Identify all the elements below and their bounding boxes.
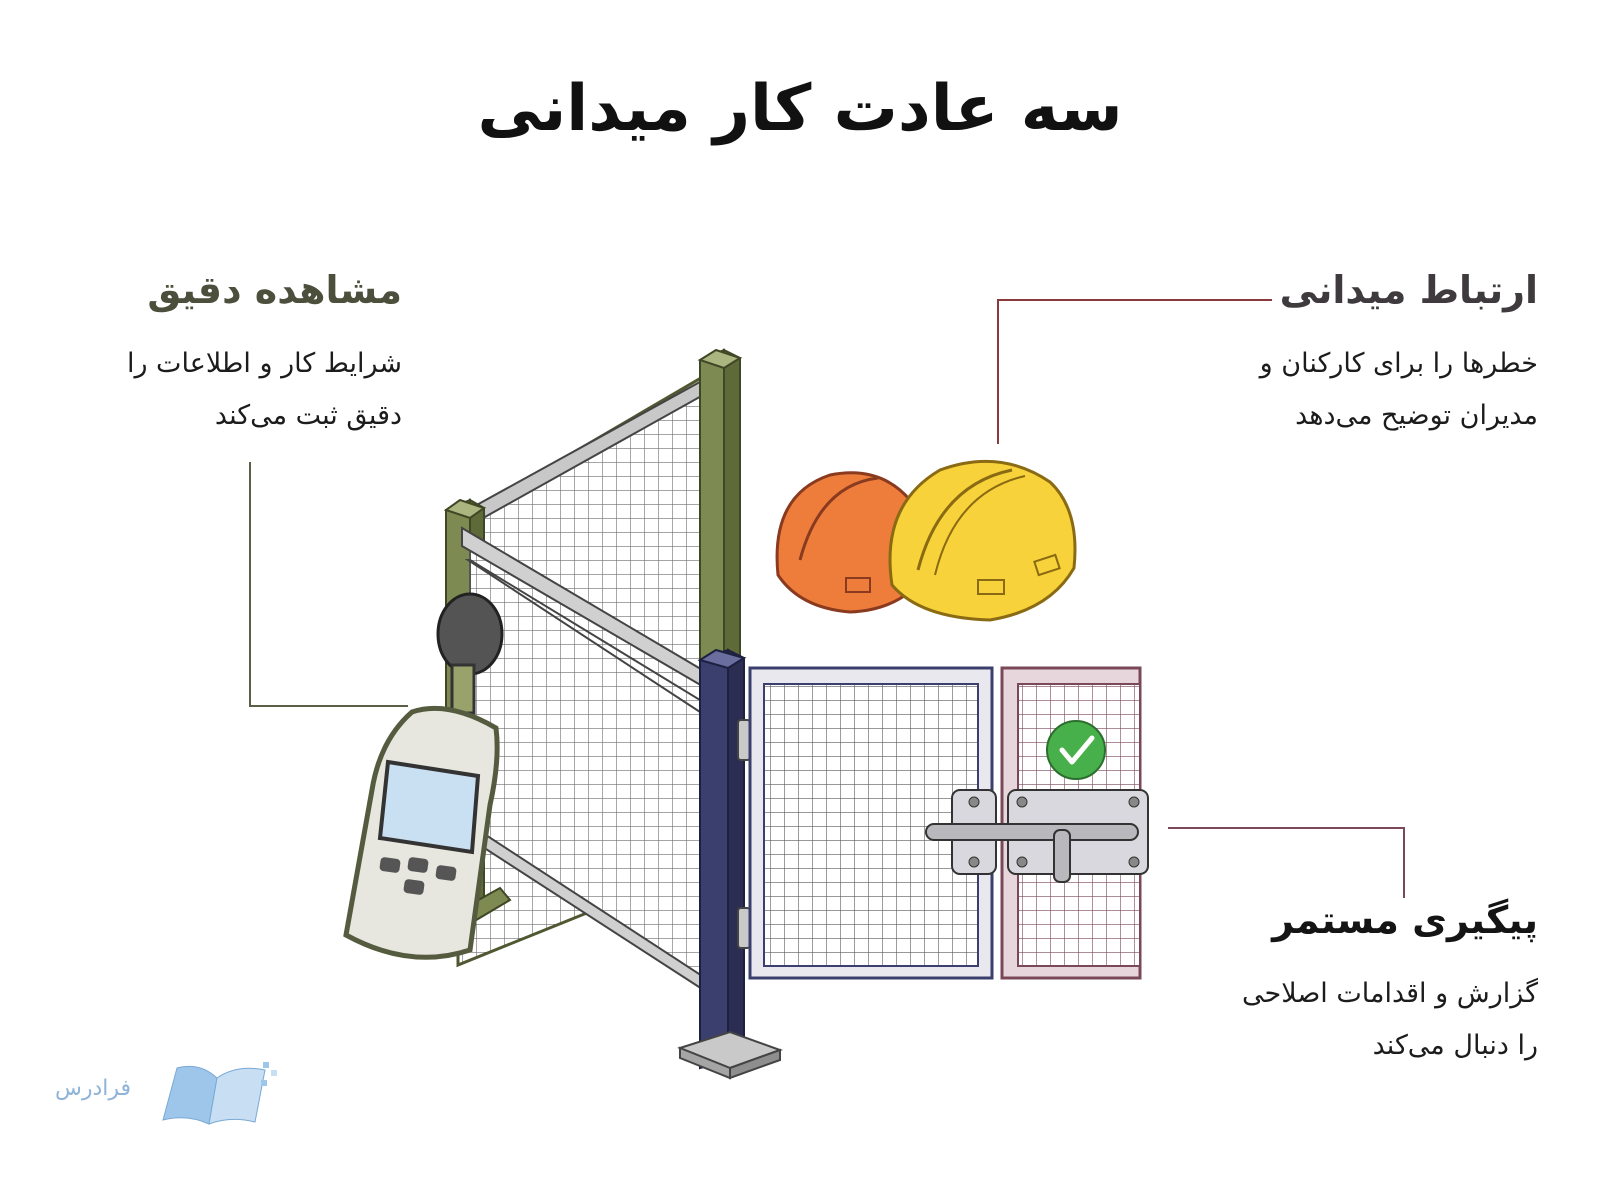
hard-hat-icon	[888, 459, 1077, 622]
habit-observation: مشاهده دقیق شرایط کار و اطلاعات را دقیق …	[22, 268, 402, 442]
habit-followup-line-1: گزارش و اقدامات اصلاحی	[1242, 978, 1538, 1009]
noise-meter-icon	[343, 592, 504, 960]
check-circle-icon	[1046, 720, 1106, 780]
habit-communication-line-2: مدیران توضیح می‌دهد	[1295, 400, 1538, 431]
habit-communication-line-1: خطرها را برای کارکنان و	[1259, 348, 1538, 379]
habit-communication-heading: ارتباط میدانی	[1279, 268, 1538, 312]
habit-followup-heading: پیگیری مستمر	[1272, 898, 1538, 942]
habit-observation-heading: مشاهده دقیق	[147, 268, 402, 312]
followup-connector-line	[1168, 827, 1405, 898]
gate-latch-icon	[925, 789, 1149, 883]
habit-communication: ارتباط میدانی خطرها را برای کارکنان و مد…	[1118, 268, 1538, 442]
book-logo-icon	[162, 1062, 277, 1125]
habit-followup-line-2: را دنبال می‌کند	[1372, 1030, 1538, 1061]
habit-observation-line-1: شرایط کار و اطلاعات را	[126, 348, 402, 379]
habit-followup: پیگیری مستمر گزارش و اقدامات اصلاحی را د…	[1118, 898, 1538, 1072]
page-title: سه عادت کار میدانی	[477, 72, 1123, 146]
habit-observation-line-2: دقیق ثبت می‌کند	[214, 400, 402, 431]
diagonal-fence-panel	[461, 526, 717, 1000]
logo-text: فرادرس	[55, 1076, 132, 1101]
communication-connector-line	[997, 299, 1272, 444]
observation-connector-line	[249, 462, 408, 707]
logo: فرادرس	[55, 1058, 295, 1128]
